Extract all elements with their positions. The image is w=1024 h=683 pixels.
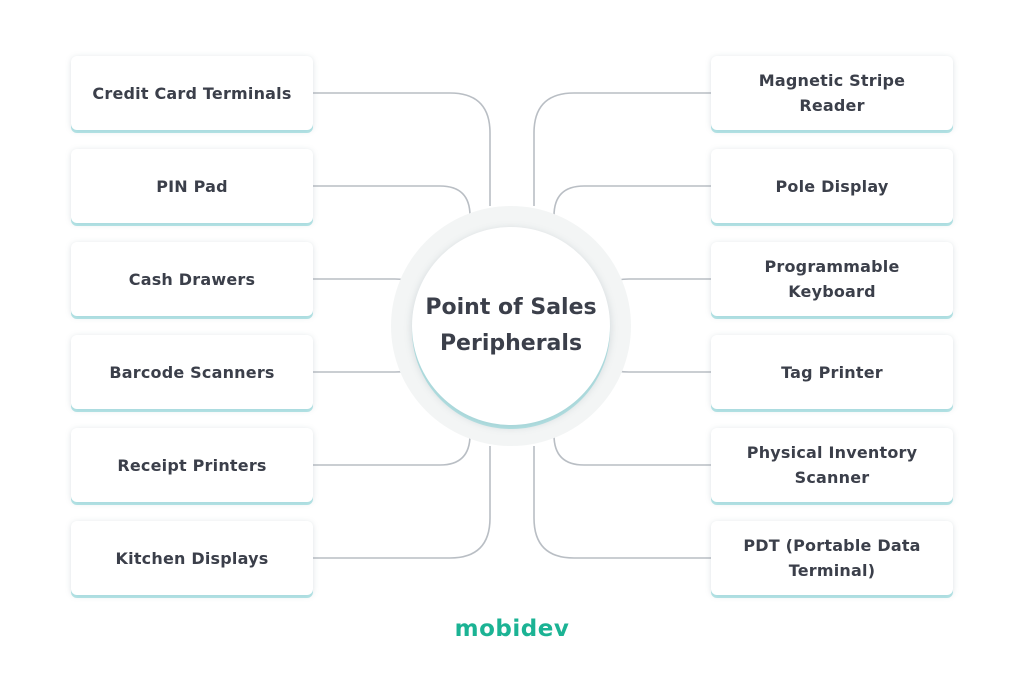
connector-right-5 <box>553 434 711 466</box>
node-label: Receipt Printers <box>117 455 267 475</box>
node-label: Tag Printer <box>781 362 883 382</box>
node-pin-pad: PIN Pad <box>71 149 313 223</box>
node-physical-inventory-scanner: Physical Inventory Scanner <box>711 428 953 502</box>
node-label: PIN Pad <box>156 176 228 196</box>
node-label: Physical Inventory Scanner <box>746 443 918 487</box>
connector-left-6 <box>313 446 491 559</box>
node-label: Kitchen Displays <box>115 548 269 568</box>
connector-left-5 <box>313 434 471 466</box>
node-credit-card-terminals: Credit Card Terminals <box>71 56 313 130</box>
node-pdt: PDT (Portable Data Terminal) <box>711 521 953 595</box>
connector-right-6 <box>533 446 711 559</box>
node-label: Credit Card Terminals <box>92 83 292 103</box>
node-label: Pole Display <box>775 176 889 196</box>
center-node: Point of Sales Peripherals <box>412 227 610 425</box>
node-tag-printer: Tag Printer <box>711 335 953 409</box>
node-programmable-keyboard: Programmable Keyboard <box>711 242 953 316</box>
connector-right-1 <box>533 92 711 206</box>
connector-left-1 <box>313 92 491 206</box>
connector-left-2 <box>313 185 471 217</box>
node-barcode-scanners: Barcode Scanners <box>71 335 313 409</box>
node-kitchen-displays: Kitchen Displays <box>71 521 313 595</box>
center-label: Point of Sales Peripherals <box>425 295 597 356</box>
connector-right-2 <box>553 185 711 217</box>
mobidev-logo: mobidev <box>0 616 1024 642</box>
node-label: Barcode Scanners <box>109 362 275 382</box>
node-label: Magnetic Stripe Reader <box>758 71 906 115</box>
node-pole-display: Pole Display <box>711 149 953 223</box>
logo-text: mobidev <box>454 616 570 642</box>
node-label: PDT (Portable Data Terminal) <box>743 536 921 580</box>
node-label: Cash Drawers <box>128 269 256 289</box>
node-magnetic-stripe-reader: Magnetic Stripe Reader <box>711 56 953 130</box>
node-label: Programmable Keyboard <box>764 257 900 301</box>
node-cash-drawers: Cash Drawers <box>71 242 313 316</box>
node-receipt-printers: Receipt Printers <box>71 428 313 502</box>
